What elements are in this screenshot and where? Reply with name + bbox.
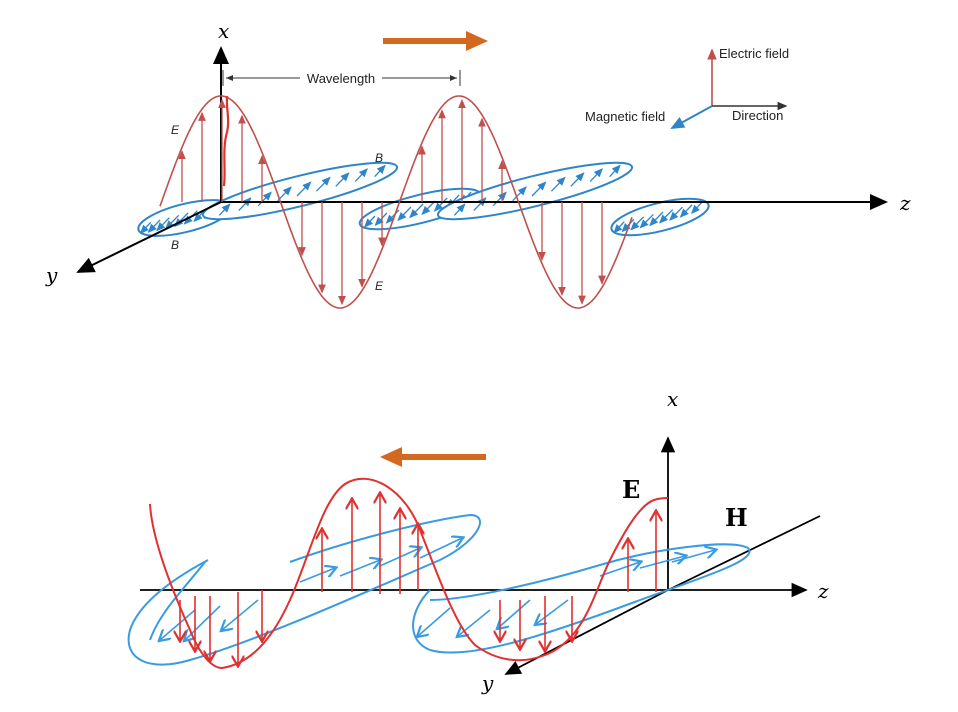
magnetic-vector <box>589 168 603 182</box>
magnetic-vector <box>385 209 400 224</box>
handwritten-mark <box>222 95 230 187</box>
propagation-arrow-left <box>380 447 486 467</box>
magnetic-field-lobes <box>137 161 710 237</box>
magnetic-vector <box>421 200 436 216</box>
bottom-h-label: H <box>725 503 748 532</box>
bottom-y-label: y <box>481 671 494 695</box>
hand-magnetic-vector <box>419 538 462 559</box>
magnetic-vector <box>649 211 664 227</box>
magnetic-vector <box>218 203 231 216</box>
magnetic-vector <box>354 168 368 182</box>
magnetic-vector <box>639 213 654 229</box>
electric-wave-curve <box>159 95 633 309</box>
magnetic-vector <box>315 176 331 192</box>
top-y-label: y <box>45 263 58 287</box>
top-diagram: Wavelength x z y E E B B Electric field … <box>45 19 911 309</box>
top-z-label: z <box>899 191 911 215</box>
bottom-e-label: E <box>622 475 640 504</box>
b-label-bottom: B <box>171 238 179 252</box>
magnetic-vector <box>238 197 252 211</box>
hand-electric-wave <box>149 477 669 670</box>
hand-magnetic-lobes <box>127 513 751 666</box>
magnetic-vector <box>374 212 388 226</box>
hand-magnetic-vector <box>639 556 685 569</box>
magnetic-vector <box>364 215 376 228</box>
hand-magnetic-vector <box>299 568 335 583</box>
magnetic-vector <box>156 217 170 232</box>
magnetic-vector <box>690 201 703 215</box>
wavelength-bracket: Wavelength <box>222 70 461 86</box>
hand-magnetic-vector <box>185 605 221 640</box>
hand-magnetic-vector <box>536 599 569 624</box>
hand-magnetic-vector <box>339 560 380 577</box>
magnetic-vector <box>570 172 585 187</box>
magnetic-vector <box>397 206 412 222</box>
magnetic-vector <box>621 218 635 233</box>
hand-electric-vectors <box>180 494 656 665</box>
magnetic-vector <box>296 181 312 197</box>
hand-magnetic-vector <box>160 609 196 640</box>
bottom-y-axis-back <box>667 515 821 591</box>
hand-magnetic-vectors <box>160 538 715 640</box>
magnetic-vector <box>257 191 272 207</box>
bottom-diagram: x z y E H <box>127 387 829 695</box>
magnetic-vector <box>374 164 386 178</box>
magnetic-vector <box>164 214 180 230</box>
magnetic-vector <box>453 203 466 216</box>
magnetic-vector <box>335 172 350 187</box>
hand-magnetic-vector <box>458 609 491 636</box>
hand-magnetic-vector <box>418 607 451 636</box>
magnetic-vector <box>492 191 507 207</box>
magnetic-vector <box>679 204 693 218</box>
top-x-label: x <box>218 19 229 43</box>
bottom-y-axis <box>504 589 669 675</box>
legend-direction: Direction <box>732 108 783 123</box>
e-label-bottom: E <box>375 279 384 293</box>
bottom-x-label: x <box>667 387 678 411</box>
magnetic-vector <box>409 203 424 219</box>
field-legend: Electric field Magnetic field Direction <box>585 46 789 129</box>
hand-magnetic-vector <box>222 599 259 630</box>
magnetic-vector <box>630 216 645 231</box>
hand-magnetic-vector <box>498 599 531 628</box>
magnetic-vector <box>147 219 161 233</box>
magnetic-vector <box>473 197 487 211</box>
magnetic-vector <box>550 176 566 192</box>
e-label-top: E <box>171 123 180 137</box>
hand-magnetic-vector <box>671 550 715 563</box>
magnetic-vector <box>609 164 621 178</box>
magnetic-vector <box>531 181 547 197</box>
magnetic-lobe <box>610 197 710 237</box>
hand-magnetic-vector <box>599 562 640 577</box>
magnetic-vector <box>512 186 527 202</box>
magnetic-vector <box>433 197 448 212</box>
wavelength-label: Wavelength <box>307 71 375 86</box>
legend-electric: Electric field <box>719 46 789 61</box>
propagation-arrow-right <box>383 31 488 51</box>
bottom-z-label: z <box>817 579 829 603</box>
y-axis <box>76 201 222 273</box>
electric-field-wave <box>159 95 633 309</box>
legend-magnetic: Magnetic field <box>585 109 665 124</box>
b-label-top: B <box>375 151 383 165</box>
